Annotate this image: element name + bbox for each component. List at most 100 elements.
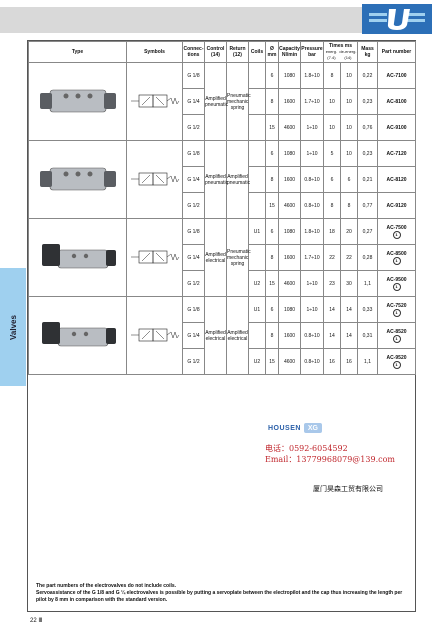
coil-note-marker: 1 — [392, 256, 401, 265]
col-return: Return (12) — [226, 41, 249, 63]
cell-time-deenergize: 22 — [339, 244, 359, 271]
stamp-brand-mark: XG — [303, 423, 322, 433]
stamp-company: 厦门昊森工贸有限公司 — [313, 485, 383, 493]
part-number-label: AC-7120 — [386, 150, 407, 157]
brand-logo — [362, 4, 432, 34]
cell-mass: 0,31 — [357, 322, 379, 349]
cell-time-energize: 14 — [323, 322, 341, 349]
cell-diameter: 6 — [265, 218, 279, 245]
cell-pressure: 1÷10 — [300, 296, 324, 323]
stamp-email: Email：13779968079@139.com — [265, 455, 395, 464]
cell-coil: U2 — [248, 270, 266, 297]
cell-coil: U1 — [248, 296, 266, 323]
col-times-energize: energ. (7.4) — [325, 49, 338, 60]
coil-note-marker: 1 — [392, 230, 401, 239]
col-pressure: Pressure bar — [300, 41, 324, 63]
cell-capacity: 1080 — [278, 218, 301, 245]
cell-diameter: 8 — [265, 244, 279, 271]
part-number-label: AC-9100 — [386, 124, 407, 131]
cell-mass: 1,1 — [357, 270, 379, 297]
header-bar — [0, 7, 362, 33]
part-number-label: AC-9500 — [386, 276, 407, 283]
col-times-label: Times ms — [329, 43, 352, 49]
cell-connection: G 1/2 — [182, 114, 205, 141]
solenoid-valve-icon — [41, 243, 116, 268]
part-number-label: AC-8500 — [386, 250, 407, 257]
valve-image — [28, 140, 127, 219]
cell-pressure: 1.7÷10 — [300, 244, 324, 271]
cell-capacity: 4600 — [278, 114, 301, 141]
valve-symbol — [126, 296, 183, 375]
coil-note-marker: 1 — [392, 360, 401, 369]
col-symbols: Symbols — [126, 41, 183, 63]
cell-part-number: AC-8100 — [377, 88, 417, 115]
cell-pressure: 1.7÷10 — [300, 88, 324, 115]
cell-pressure: 1.8÷10 — [300, 218, 324, 245]
cell-diameter: 6 — [265, 296, 279, 323]
cell-time-deenergize: 14 — [339, 322, 359, 349]
cell-time-deenergize: 30 — [339, 270, 359, 297]
valve-symbol — [126, 218, 183, 297]
cell-pressure: 1÷10 — [300, 140, 324, 167]
cell-time-energize: 16 — [323, 348, 341, 375]
cell-mass: 0,28 — [357, 244, 379, 271]
part-number-label: AC-7500 — [386, 224, 407, 231]
cell-diameter: 15 — [265, 348, 279, 375]
cell-time-deenergize: 10 — [339, 114, 359, 141]
cell-return: Pneumatic mechanic spring — [226, 218, 251, 297]
cell-connection: G 1/2 — [182, 348, 205, 375]
col-part: Part number — [377, 41, 417, 63]
cell-part-number: AC-7120 — [377, 140, 417, 167]
footnotes: The part numbers of the electrovalves do… — [36, 583, 412, 604]
stamp-logo: HOUSEN XG — [268, 423, 322, 433]
valve-body-icon — [39, 89, 116, 112]
cell-connection: G 1/8 — [182, 140, 205, 167]
valve-image — [28, 62, 127, 141]
cell-diameter: 6 — [265, 62, 279, 89]
coil-note-marker: 1 — [392, 282, 401, 291]
cell-pressure: 0.8÷10 — [300, 166, 324, 193]
cell-capacity: 1600 — [278, 322, 301, 349]
cell-time-deenergize: 10 — [339, 88, 359, 115]
cell-capacity: 1600 — [278, 88, 301, 115]
cell-return: Amplified electrical — [226, 296, 249, 375]
part-number-label: AC-9120 — [386, 202, 407, 209]
col-diameter: Ø mm — [265, 41, 279, 63]
cell-capacity: 1080 — [278, 296, 301, 323]
part-number-label: AC-7520 — [386, 302, 407, 309]
cell-return: Pneumatic mechanic spring — [226, 62, 251, 141]
cell-time-energize: 22 — [323, 244, 341, 271]
valve-symbol-icon — [130, 94, 179, 107]
cell-time-deenergize: 10 — [339, 62, 359, 89]
valve-symbol — [126, 140, 183, 219]
cell-connection: G 1/4 — [182, 244, 205, 271]
coil-note-marker: 1 — [392, 334, 401, 343]
cell-capacity: 1080 — [278, 140, 301, 167]
part-number-label: AC-8120 — [386, 176, 407, 183]
cell-connection: G 1/8 — [182, 62, 205, 89]
stamp-phone: 电话：0592-6054592 — [265, 444, 348, 453]
cell-time-deenergize: 20 — [339, 218, 359, 245]
cell-capacity: 1080 — [278, 62, 301, 89]
cell-coil — [248, 140, 266, 167]
cell-control: Amplified electrical — [204, 296, 227, 375]
cell-connection: G 1/4 — [182, 166, 205, 193]
page-number: 22 Ⅲ — [30, 618, 43, 624]
col-coils: Coils — [248, 41, 266, 63]
valve-symbol-icon — [130, 328, 179, 341]
col-times: Times ms energ. (7.4) de-energ. (14) — [322, 41, 359, 63]
cell-coil — [248, 88, 266, 115]
cell-time-deenergize: 16 — [339, 348, 359, 375]
cell-connection: G 1/2 — [182, 270, 205, 297]
cell-connection: G 1/4 — [182, 88, 205, 115]
cell-diameter: 15 — [265, 192, 279, 219]
col-connections: Connec-tions — [182, 41, 205, 63]
